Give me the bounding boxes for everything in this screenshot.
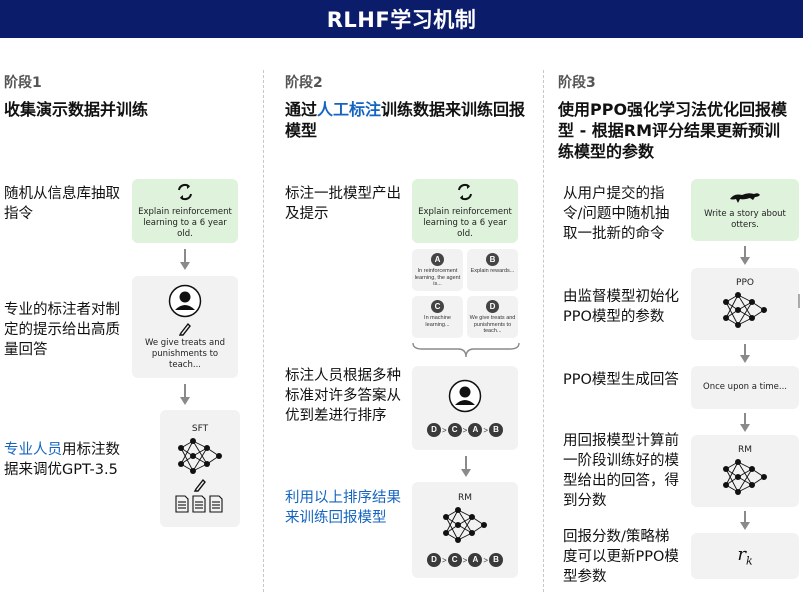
stage3-prompt-box: Write a story about otters. [691,179,799,241]
option-card: C In machine learning... [412,296,463,338]
stage3-output-text: Once upon a time... [703,382,787,392]
stage3-prompt-text: Write a story about otters. [704,209,786,230]
stage3-reward-box: rk [691,533,799,579]
stage1-label: 阶段1 [4,75,42,91]
neural-network-icon [178,438,222,474]
ranking-row: D> C> A> B [426,423,503,437]
rank-separator: > [441,555,447,565]
stage3-step1: 从用户提交的指令/问题中随机抽取一批新的命令 [563,186,670,242]
stage3-step3: PPO模型生成回答 [563,372,679,388]
rank-separator: > [462,555,468,565]
stage1-labeler-box: We give treats and punishments to teach.… [132,276,238,378]
arrow-down [740,511,750,531]
option-card: B Explain rewards... [467,249,518,291]
option-badge: A [431,253,444,266]
rank-separator: > [483,555,488,565]
option-badge: C [431,300,444,313]
rank-badge: B [489,553,503,567]
stage1-answer-text: We give treats and punishments to teach.… [144,337,226,370]
page-title: RLHF学习机制 [326,8,477,32]
neural-network-icon [443,507,487,543]
stage2-step1: 标注一批模型产出及提示 [285,186,401,222]
option-card: D We give treats and punishments to teac… [467,296,518,338]
stage3-label: 阶段3 [558,75,596,91]
stage1-prompt-text: Explain reinforcement learning to a 6 ye… [138,207,232,239]
stage2-title-suffix: 训练数据来训练回报模型 [285,100,526,140]
neural-network-icon [723,459,767,495]
rm-label: RM [737,445,753,455]
stage3-title: 使用PPO强化学习法优化回报模型 - 根据RM评分结果更新预训练模型的参数 [558,100,788,161]
refresh-icon [178,183,192,201]
rank-separator: > [462,425,468,435]
reward-symbol: r [737,544,746,566]
option-badge: D [486,300,499,313]
rank-separator: > [441,425,447,435]
rm-label: RM [457,493,473,503]
arrow-down [740,413,750,433]
stage2-rm-box: RM D> C> A> B [412,482,518,578]
option-badge: B [486,253,499,266]
neural-network-icon [723,292,767,328]
stage2-title: 通过人工标注训练数据来训练回报模型 [285,99,530,141]
stage1-sft-box: SFT [160,410,240,527]
stage1-step3-highlight: 专业人员 [4,442,62,458]
stage1-step3-text: 用标注数据来调优GPT-3.5 [4,442,120,478]
person-icon [168,284,202,317]
stage1-step1: 随机从信息库抽取指令 [4,186,120,222]
sft-label: SFT [191,424,209,434]
documents-icon [175,495,223,513]
option-text: In reinforcement learning, the agent is.… [414,268,461,287]
arrow-down [180,384,190,406]
rank-badge: D [426,553,441,567]
rank-badge: A [468,423,483,437]
rank-badge: B [489,423,503,437]
stage3-ppo-box: PPO [691,268,799,340]
stage2-title-highlight: 人工标注 [317,100,382,119]
stage3-step4: 用回报模型计算前一阶段训练好的模型给出的回答，得到分数 [563,433,679,509]
merge-bracket [412,342,520,358]
stage3-step2: 由监督模型初始化PPO模型的参数 [563,289,679,325]
option-text: We give treats and punishments to teach.… [469,315,516,334]
stage2-prompt-text: Explain reinforcement learning to a 6 ye… [418,207,512,239]
rank-badge: A [468,553,483,567]
option-text: In machine learning... [424,315,451,328]
arrow-down [180,249,190,271]
column-divider [263,70,264,592]
stage2-title-prefix: 通过 [285,100,318,119]
stage2-prompt-box: Explain reinforcement learning to a 6 ye… [412,179,518,243]
rank-badge: C [447,423,462,437]
rank-separator: > [483,425,488,435]
stage2-step3: 利用以上排序结果来训练回报模型 [285,490,401,526]
reward-subscript: k [745,554,753,568]
ppo-label: PPO [736,278,754,288]
person-icon [448,379,482,413]
stage3-output-box: Once upon a time... [691,366,799,409]
arrow-down [740,344,750,364]
arrow-down [461,456,471,478]
pencil-icon [194,478,206,492]
stage1-title: 收集演示数据并训练 [4,100,149,119]
header-bar: RLHF学习机制 [0,0,803,38]
stage2-step2: 标注人员根据多种标准对许多答案从优到差进行排序 [285,368,401,424]
arrow-down [740,246,750,266]
column-divider [543,70,544,592]
stage2-label: 阶段2 [285,75,323,91]
ranking-row: D> C> A> B [426,553,503,567]
pencil-icon [179,322,191,336]
otter-icon [730,193,760,203]
rank-badge: C [447,553,462,567]
option-text: Explain rewards... [470,268,515,274]
stage1-step2: 专业的标注者对制定的提示给出高质量回答 [4,302,120,358]
stage3-step5: 回报分数/策略梯度可以更新PPO模型参数 [563,529,679,585]
stage3-rm-box: RM [691,435,799,507]
reward-value: rk [737,544,752,568]
rank-badge: D [426,423,441,437]
feedback-arrow [798,294,800,308]
option-card: A In reinforcement learning, the agent i… [412,249,463,291]
refresh-icon [458,183,472,201]
stage2-labeler-box: D> C> A> B [412,366,518,450]
stage1-prompt-box: Explain reinforcement learning to a 6 ye… [132,179,238,243]
stage1-step3: 专业人员用标注数据来调优GPT-3.5 [4,440,122,480]
